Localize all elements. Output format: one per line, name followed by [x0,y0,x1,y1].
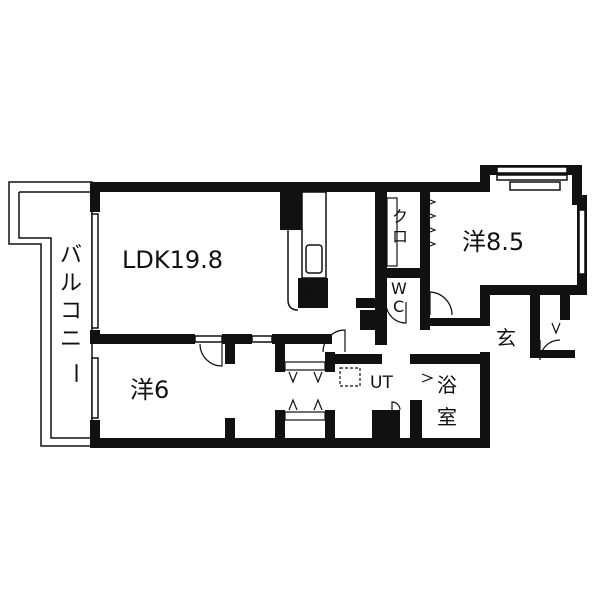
room-label-closet-1: ク [392,207,408,226]
room-label-ldk: LDK19.8 [122,246,223,274]
room-label-bath-1: 浴 [437,373,457,397]
room-label-western-6: 洋6 [130,376,169,404]
room-label-entrance: 玄 [496,326,516,350]
balcony-label-5: ー [62,362,87,384]
balcony-label-3: コ [60,299,82,324]
closet-shelves [284,197,398,421]
doors [199,291,561,411]
closet-markers [288,197,561,411]
windows [91,166,586,419]
room-label-wc-2: C [393,297,404,316]
balcony-label-2: ル [60,271,82,296]
room-label-utility: UT [370,373,393,393]
kitchen-counter [287,191,327,311]
washer-space [339,367,361,387]
room-label-wc-1: W [391,279,407,298]
room-label-closet-2: ロ [392,227,408,246]
room-label-western-85: 洋8.5 [462,228,524,256]
balcony-label-1: バ [60,243,82,268]
room-label-bath-2: 室 [437,405,457,429]
balcony-label-4: ニ [60,327,82,352]
walls [90,165,587,448]
